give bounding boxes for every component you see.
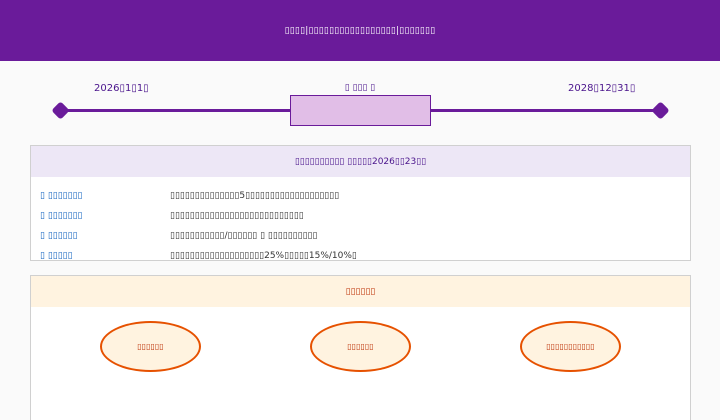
action-node: ▯▯▯▯▯▯▯▯▯▯▯ xyxy=(520,321,621,372)
policy-row-value: ▯▯▯▯▯▯▯▯▯▯▯▯▯▯5▯▯▯▯▯▯▯▯▯▯▯▯▯▯▯▯▯▯▯ xyxy=(170,191,340,201)
timeline-start-marker xyxy=(51,101,70,120)
policy-row-key: ▯ ▯▯▯▯▯▯▯ xyxy=(40,191,83,201)
policy-row-value: ▯▯▯▯▯▯▯▯▯▯▯▯▯▯▯▯▯▯▯▯▯▯▯▯▯▯▯ xyxy=(170,211,304,221)
timeline-end-date: 2028▯12▯31▯ xyxy=(568,83,636,94)
policy-row-key: ▯ ▯▯▯▯▯▯ xyxy=(40,231,78,241)
actions-panel-title: ▯▯▯▯▯▯ xyxy=(31,276,690,307)
timeline-start-date: 2026▯1▯1▯ xyxy=(94,83,149,94)
page-title: ▯▯▯▯|▯▯▯▯▯▯▯▯▯▯▯▯▯▯▯▯▯|▯▯▯▯▯▯▯ xyxy=(284,25,436,36)
policy-row-key: ▯ ▯▯▯▯▯ xyxy=(40,251,73,261)
timeline-period-box xyxy=(290,95,431,126)
actions-panel: ▯▯▯▯▯▯ ▯▯▯▯▯▯ ▯▯▯▯▯▯ ▯▯▯▯▯▯▯▯▯▯▯ xyxy=(30,275,691,420)
action-node: ▯▯▯▯▯▯ xyxy=(100,321,201,372)
policy-panel-title: ▯▯▯▯▯▯▯▯▯▯ ▯▯▯▯▯2026▯▯23▯▯ xyxy=(31,146,690,177)
page-header: ▯▯▯▯|▯▯▯▯▯▯▯▯▯▯▯▯▯▯▯▯▯|▯▯▯▯▯▯▯ xyxy=(0,0,720,61)
action-node: ▯▯▯▯▯▯ xyxy=(310,321,411,372)
policy-row-key: ▯ ▯▯▯▯▯▯▯ xyxy=(40,211,83,221)
policy-row-value: ▯▯▯▯▯▯▯▯▯▯▯/▯▯▯▯▯▯ ▯ ▯▯▯▯▯▯▯▯▯▯ xyxy=(170,231,318,241)
policy-row-value: ▯▯▯▯▯▯▯▯▯▯▯▯▯▯▯▯▯▯▯25%▯▯▯▯▯15%/10%▯ xyxy=(170,251,357,261)
timeline-mid-label: ▯ ▯▯▯ ▯ xyxy=(344,83,376,93)
timeline: 2026▯1▯1▯ ▯ ▯▯▯ ▯ 2028▯12▯31▯ xyxy=(0,61,720,145)
policy-panel: ▯▯▯▯▯▯▯▯▯▯ ▯▯▯▯▯2026▯▯23▯▯ ▯ ▯▯▯▯▯▯▯ ▯▯▯… xyxy=(30,145,691,261)
timeline-end-marker xyxy=(651,101,670,120)
